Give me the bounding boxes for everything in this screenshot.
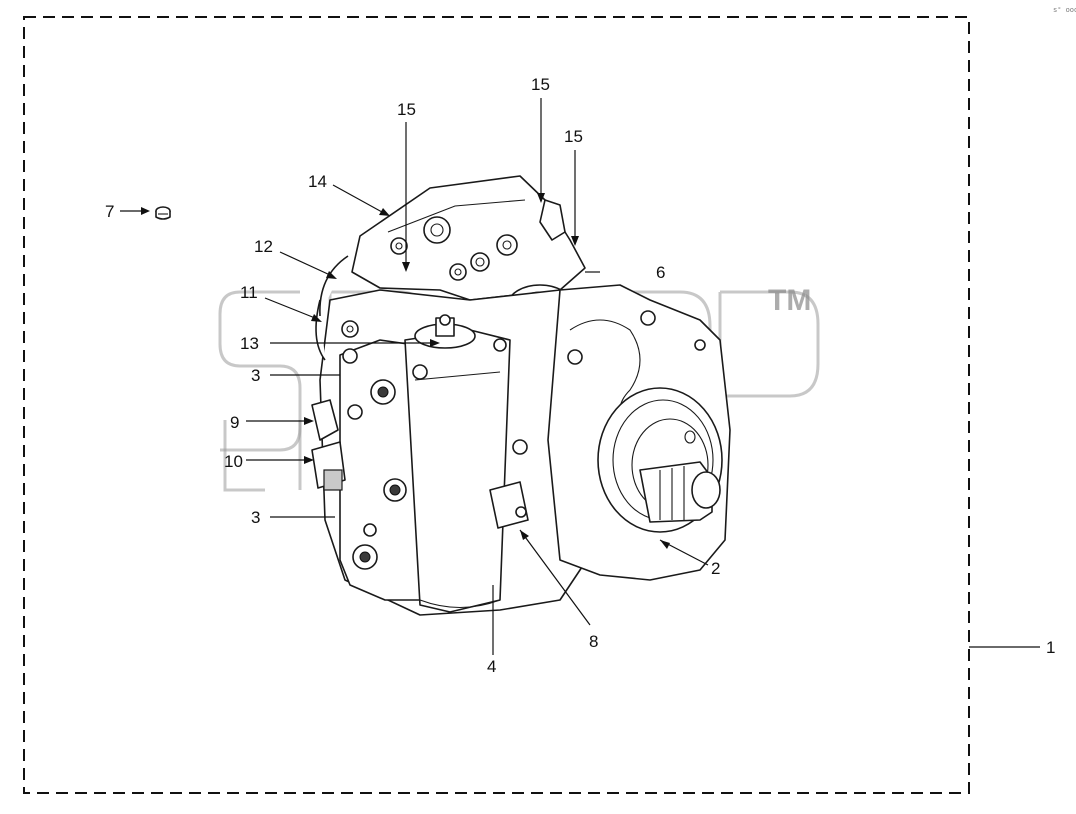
callout-15b: 15 bbox=[531, 75, 550, 94]
callout-12: 12 bbox=[254, 237, 273, 256]
callout-1: 1 bbox=[1046, 638, 1055, 657]
callout-9: 9 bbox=[230, 413, 239, 432]
leader-lines bbox=[120, 98, 1040, 655]
top-valve-block bbox=[351, 175, 586, 301]
callout-15c: 15 bbox=[564, 127, 583, 146]
corner-mark: s° ooo bbox=[1053, 6, 1076, 15]
callout-8: 8 bbox=[589, 632, 598, 651]
trademark-mark: TM bbox=[768, 284, 811, 317]
callout-15a: 15 bbox=[397, 100, 416, 119]
callout-4: 4 bbox=[487, 657, 496, 676]
callout-10: 10 bbox=[224, 452, 243, 471]
callout-3b: 3 bbox=[251, 508, 260, 527]
hydraulic-pump-assembly bbox=[311, 175, 731, 616]
callout-14: 14 bbox=[308, 172, 327, 191]
callout-13: 13 bbox=[240, 334, 259, 353]
assembly-boundary bbox=[23, 16, 970, 794]
callout-11: 11 bbox=[240, 283, 258, 302]
callout-2: 2 bbox=[711, 559, 720, 578]
callout-6: 6 bbox=[656, 263, 665, 282]
plug-part bbox=[155, 206, 171, 220]
callout-3a: 3 bbox=[251, 366, 260, 385]
splined-shaft bbox=[639, 461, 713, 523]
callout-7: 7 bbox=[105, 202, 114, 221]
callout-labels: 1 2 3 3 4 6 7 8 9 10 11 12 13 14 15 15 1… bbox=[105, 75, 1055, 676]
